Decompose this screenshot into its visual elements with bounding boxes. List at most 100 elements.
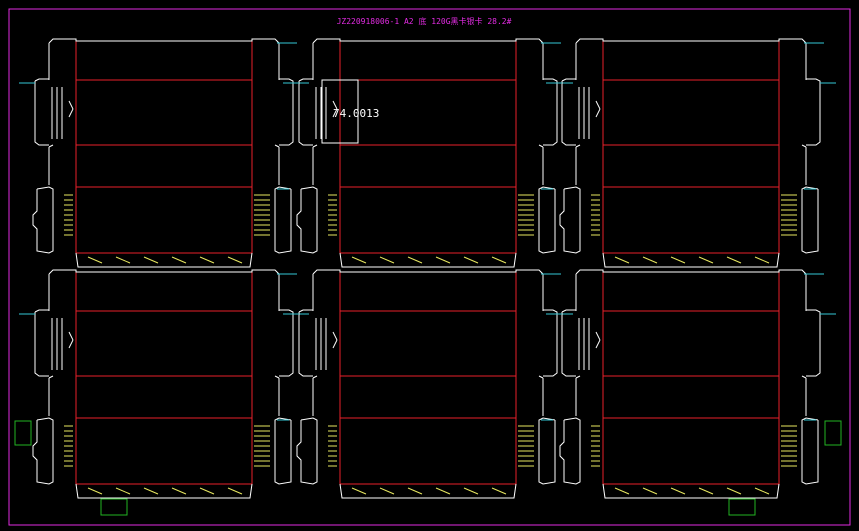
lid-cut: [48, 38, 280, 80]
cut-path: [561, 309, 576, 313]
bottom-glue-mark: [87, 256, 103, 264]
glue-flap-right: [538, 417, 556, 485]
bottom-glue-mark: [726, 256, 742, 264]
line: [312, 375, 318, 379]
box-unit-5: [546, 269, 836, 499]
bottom-glue-mark: [435, 256, 451, 264]
line: [274, 144, 280, 148]
glue-flap-left: [296, 417, 318, 485]
dimension-box: [321, 79, 359, 144]
dimension-label: 74.0013: [333, 107, 379, 120]
glue-flap-left: [559, 417, 581, 485]
cut-path: [279, 309, 294, 377]
box-unit-1: [283, 38, 573, 268]
bottom-glue-mark: [407, 487, 423, 495]
cut-path: [34, 312, 49, 377]
line: [312, 144, 318, 148]
bottom-glue-mark: [171, 256, 187, 264]
bottom-glue-mark: [435, 487, 451, 495]
line: [332, 100, 338, 110]
register-mark-bottom-right: [728, 498, 756, 516]
line: [68, 339, 74, 349]
bottom-glue-mark: [614, 487, 630, 495]
cut-path: [543, 309, 558, 377]
bottom-glue-mark: [115, 256, 131, 264]
line: [538, 375, 544, 379]
bottom-glue-mark: [726, 487, 742, 495]
cut-path: [806, 78, 821, 146]
bottom-glue-mark: [698, 256, 714, 264]
lid-cut: [48, 269, 280, 311]
bottom-glue-mark: [351, 256, 367, 264]
glue-flap-right: [274, 186, 292, 254]
bottom-glue-mark: [754, 256, 770, 264]
cut-path: [806, 309, 821, 377]
line: [575, 144, 581, 148]
sheet-border: [8, 8, 851, 526]
dimension-callout: 74.0013: [321, 79, 379, 144]
line: [801, 144, 807, 148]
bottom-glue-mark: [463, 487, 479, 495]
glue-flap-right: [274, 417, 292, 485]
box-unit-4: [283, 269, 573, 499]
glue-flap-right: [801, 186, 819, 254]
register-mark-bottom-left: [100, 498, 128, 516]
bottom-glue-mark: [199, 256, 215, 264]
box-grid: [19, 38, 836, 499]
cut-path: [298, 309, 313, 313]
bottom-glue-mark: [670, 256, 686, 264]
bottom-glue-mark: [143, 256, 159, 264]
cut-path: [298, 81, 313, 146]
line: [48, 375, 54, 379]
cut-path: [34, 78, 49, 82]
line: [48, 144, 54, 148]
bottom-glue-mark: [199, 487, 215, 495]
line: [801, 375, 807, 379]
cut-path: [34, 81, 49, 146]
bottom-glue-mark: [670, 487, 686, 495]
box-unit-0: [19, 38, 309, 268]
box-unit-2: [546, 38, 836, 268]
register-mark-left: [14, 420, 32, 446]
bottom-glue-mark: [698, 487, 714, 495]
line: [68, 100, 74, 110]
line: [332, 108, 338, 118]
bottom-glue-mark: [491, 487, 507, 495]
line: [595, 339, 601, 349]
sheet-title: JZ220918006-1 A2 底 120G黑卡银卡 28.2#: [337, 16, 512, 26]
bottom-glue-mark: [143, 487, 159, 495]
bottom-tab: [75, 483, 253, 499]
lid-cut: [575, 269, 807, 311]
bottom-tab: [339, 483, 517, 499]
line: [68, 331, 74, 341]
bottom-glue-mark: [171, 487, 187, 495]
line: [274, 375, 280, 379]
bottom-glue-mark: [115, 487, 131, 495]
line: [595, 108, 601, 118]
glue-flap-left: [32, 417, 54, 485]
register-mark-right: [824, 420, 842, 446]
bottom-glue-mark: [227, 487, 243, 495]
lid-cut: [312, 269, 544, 311]
lid-cut: [312, 38, 544, 80]
glue-flap-left: [559, 186, 581, 254]
glue-flap-right: [801, 417, 819, 485]
bottom-tab: [75, 252, 253, 268]
cut-path: [561, 78, 576, 82]
bottom-glue-mark: [754, 487, 770, 495]
cut-path: [298, 312, 313, 377]
box-unit-3: [19, 269, 309, 499]
cut-path: [34, 309, 49, 313]
cut-path: [279, 78, 294, 146]
bottom-glue-mark: [379, 256, 395, 264]
glue-flap-right: [538, 186, 556, 254]
bottom-glue-mark: [491, 256, 507, 264]
line: [575, 375, 581, 379]
line: [332, 339, 338, 349]
line: [68, 108, 74, 118]
cut-path: [561, 81, 576, 146]
bottom-glue-mark: [351, 487, 367, 495]
bottom-glue-mark: [407, 256, 423, 264]
bottom-tab: [602, 252, 780, 268]
